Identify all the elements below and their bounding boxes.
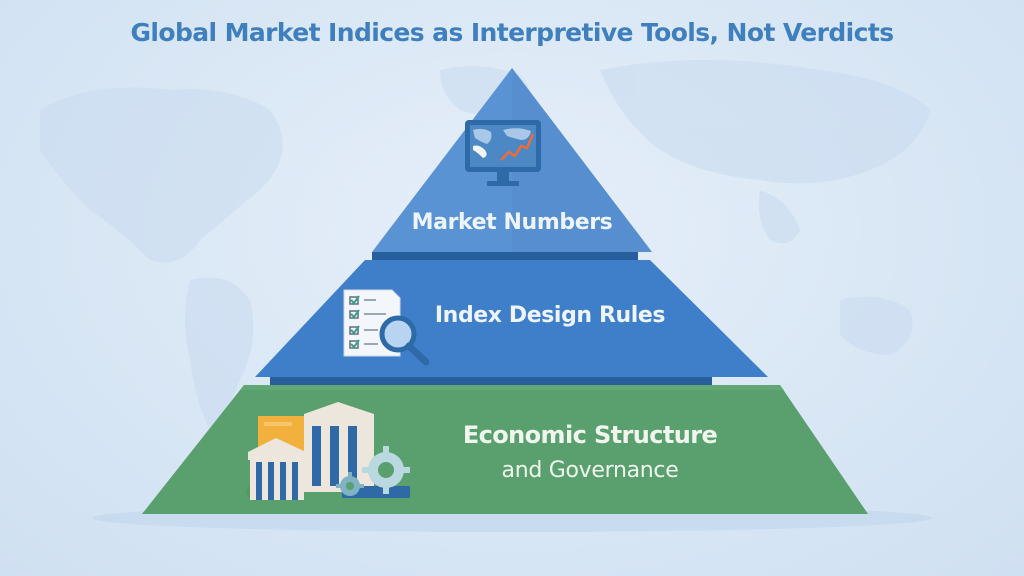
diagram-title: Global Market Indices as Interpretive To… <box>130 18 895 47</box>
tier-top-band <box>372 252 638 260</box>
tier-bottom-label-line2: and Governance <box>501 458 679 483</box>
tier-middle-band <box>270 376 712 385</box>
institutions-gears-icon <box>246 402 410 500</box>
checklist-magnifier-icon <box>343 289 430 366</box>
tier-middle-label: Index Design Rules <box>434 303 666 328</box>
tier-bottom-label-line1: Economic Structure <box>462 421 718 449</box>
monitor-chart-icon <box>465 120 541 186</box>
tier-top-label: Market Numbers <box>411 210 613 235</box>
